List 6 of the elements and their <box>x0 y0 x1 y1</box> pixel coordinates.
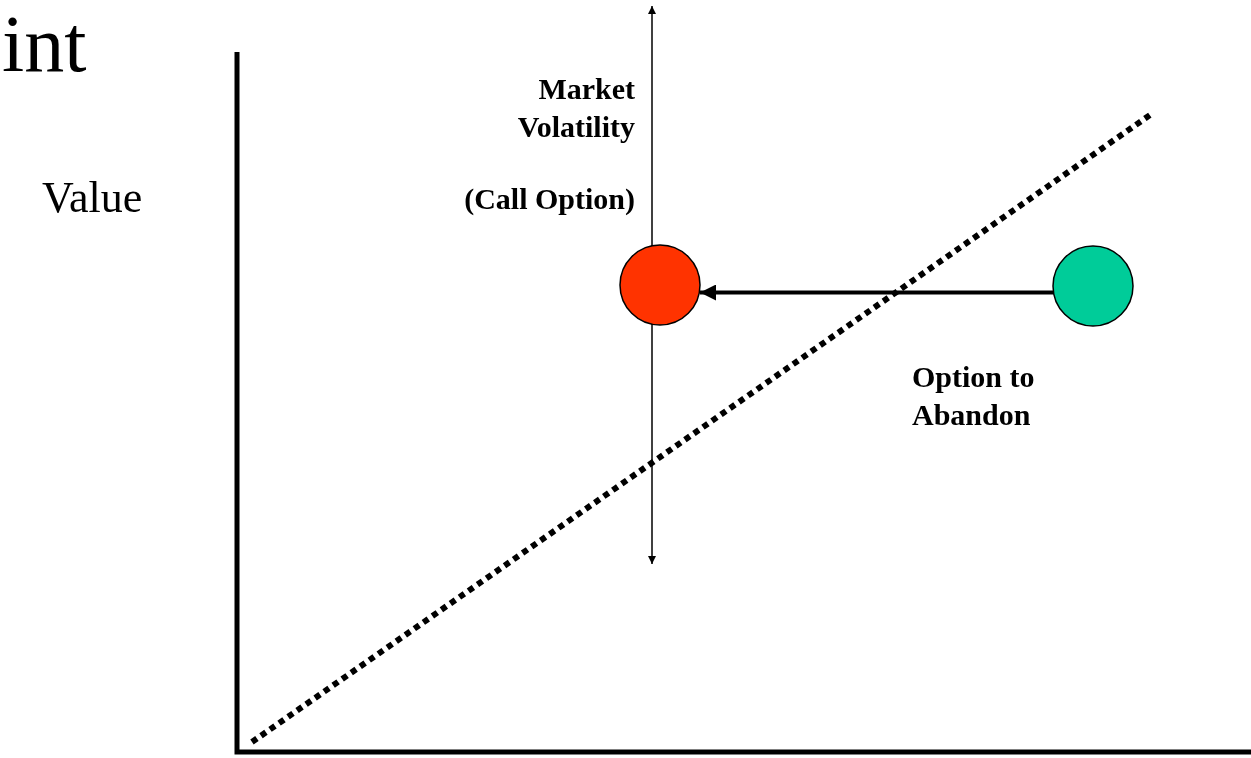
axis-label: Value <box>42 172 144 224</box>
annotation-text: Market Volatility <box>516 71 635 145</box>
page-title: int <box>2 0 88 90</box>
annotation-text: (Call Option) <box>463 181 635 217</box>
annotation-text: Option to Abandon <box>912 359 1036 433</box>
arrow <box>700 284 1053 301</box>
